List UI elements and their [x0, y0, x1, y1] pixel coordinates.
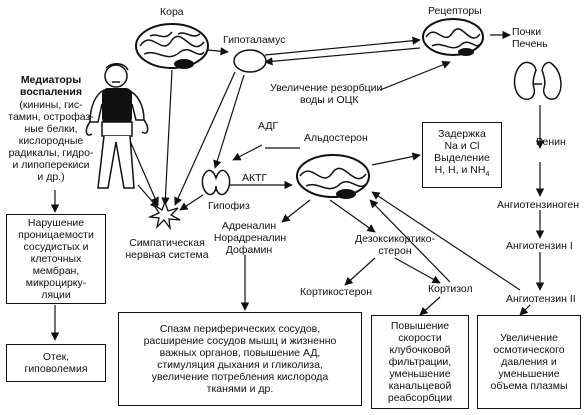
renin-label: Ренин [536, 136, 566, 148]
permeability-line-1: Нарушение [27, 217, 85, 229]
spasm-line-5: увеличение потребления кислорода [151, 371, 329, 383]
permeability-line-7: ляции [41, 289, 71, 301]
osmotic-line-4: уменьшение [498, 368, 560, 380]
cortex-label: Кора [160, 6, 184, 18]
spasm-line-3: важных органов, повышение АД, [159, 347, 321, 359]
kidneys-image [513, 61, 562, 100]
arrow-adrenal-deoxy [329, 199, 376, 233]
osmotic-line-1: Увеличение [500, 332, 558, 344]
cortisol-label: Кортизол [428, 283, 473, 295]
arrow-cortisol-filtration [419, 296, 441, 316]
inflamed-person-image [85, 63, 149, 189]
deoxy-line-2: стерон [378, 245, 412, 257]
arrow-deoxy-cortisol [394, 257, 441, 284]
osmotic-box: Увеличение осмотического давления и умен… [477, 315, 581, 409]
permeability-line-6: микроцирку- [25, 277, 87, 289]
resorption-line-2: воды и ОЦК [300, 94, 359, 106]
permeability-line-4: клеточных [30, 253, 82, 265]
arrow-hypothalamus-symp [174, 71, 236, 206]
mediators-line-1: (кинины, гис- [19, 99, 83, 111]
retention-sub: 4 [485, 171, 490, 179]
receptors-label: Рецепторы [428, 5, 482, 17]
retention-line-2: Na и Cl [444, 140, 480, 153]
arrow-hypothalamus-receptors [264, 36, 421, 56]
spasm-line-6: тканями и др. [206, 383, 274, 395]
arrow-deoxy-corticosterone [344, 257, 376, 286]
kidneys-label: Почки [512, 26, 542, 38]
permeability-box: Нарушение проницаемости сосудистых и кле… [6, 214, 106, 304]
retention-line-1: Задержка [438, 128, 486, 141]
retention-line-4: Н, Н, и NH4 [434, 164, 490, 179]
receptors-brain-image [422, 18, 484, 56]
adrenal-brain-image [296, 154, 370, 199]
symp-line-1: Симпатическая [129, 237, 205, 249]
spasm-line-4: стимуляция дыхания и гликолиза, [157, 359, 323, 371]
spasm-line-1: Спазм периферических сосудов, [159, 323, 321, 335]
edema-line-1: Отек, [42, 351, 70, 363]
hypophysis-label: Гипофиз [208, 200, 250, 212]
arrow-resorption-receptors [379, 60, 451, 91]
filtration-line-4: фильтрации, [388, 356, 452, 368]
adh-label: АДГ [258, 120, 279, 132]
catechol-line-2: Норадреналин [213, 232, 287, 244]
arrow-a2-aldosterone [371, 191, 521, 291]
osmotic-line-5: объема плазмы [490, 380, 568, 392]
filtration-line-6: канальцевой [388, 380, 452, 392]
hypothalamus-label: Гипоталамус [223, 34, 286, 46]
aldosterone-label: Альдостерон [304, 132, 368, 144]
filtration-line-7: реабсорбции [387, 392, 453, 404]
arrow-cortisol-adrenal [369, 199, 451, 283]
arrow-hypothalamus-hypophysis [213, 74, 245, 169]
edema-box: Отек, гиповолемия [6, 344, 106, 382]
angiotensin2-label: Ангиотензин II [506, 293, 576, 305]
mediators-line-7: и др.) [37, 171, 65, 183]
symp-line-2: нервная система [125, 249, 209, 261]
arrow-receptors-hypothalamus [264, 47, 421, 66]
catechol-line-1: Адреналин [221, 220, 277, 232]
arrow-cortex-hypothalamus [207, 47, 229, 56]
arrow-adh [232, 144, 263, 161]
osmotic-line-3: давления и [501, 356, 557, 368]
liver-label: Печень [512, 38, 548, 50]
corticosterone-label: Кортикостерон [300, 286, 373, 298]
permeability-line-3: сосудистых и [23, 241, 89, 253]
arrow-adrenal-retention [371, 152, 421, 166]
angiotensinogen-label: Ангиотензиноген [497, 199, 579, 211]
mediators-line-5: радикалы, гидро- [8, 147, 94, 159]
permeability-line-2: проницаемости [18, 229, 94, 241]
sympathetic-burst-icon [148, 200, 181, 230]
mediators-title-1: Медиаторы [20, 74, 82, 86]
hypophysis-image [201, 169, 231, 196]
spasm-line-2: расширение сосудов мышц и жизненно [143, 335, 337, 347]
arrow-hypophysis-symp [179, 194, 204, 211]
mediators-line-3: ные белки, [24, 123, 78, 135]
resorption-line-1: Увеличение резорбции [270, 82, 383, 94]
cortex-brain-image [135, 23, 209, 69]
mediators-line-6: и липоперекиси [12, 159, 90, 171]
filtration-line-1: Повышение [390, 320, 450, 332]
arrow-adrenal-catechol [281, 199, 311, 223]
osmotic-line-2: осмотического [493, 344, 565, 356]
retention-box: Задержка Na и Cl Выделение Н, Н, и NH4 [422, 122, 502, 188]
filtration-line-3: клубочковой [389, 344, 451, 356]
filtration-box: Повышение скорости клубочковой фильтраци… [371, 315, 469, 409]
filtration-line-5: уменьшение [389, 368, 451, 380]
deoxy-line-1: Дезоксикортико- [355, 233, 435, 245]
mediators-line-4: кислородные [18, 135, 84, 147]
spasm-box: Спазм периферических сосудов, расширение… [118, 312, 362, 406]
mediators-line-2: тамин, острофаз- [8, 111, 94, 123]
filtration-line-2: скорости [398, 332, 442, 344]
hypothalamus-shape [233, 49, 267, 73]
angiotensin1-label: Ангиотензин I [506, 240, 573, 252]
permeability-line-5: мембран, [32, 265, 80, 277]
arrow-a2-osmotic [519, 304, 531, 316]
arrow-cortex-symp [161, 69, 173, 206]
mediators-title-2: воспаления [20, 86, 82, 98]
edema-line-2: гиповолемия [24, 363, 88, 375]
catechol-line-3: Дофамин [225, 244, 273, 256]
retention-line-3: Выделение [434, 152, 490, 165]
actg-label: АКТГ [242, 172, 268, 184]
